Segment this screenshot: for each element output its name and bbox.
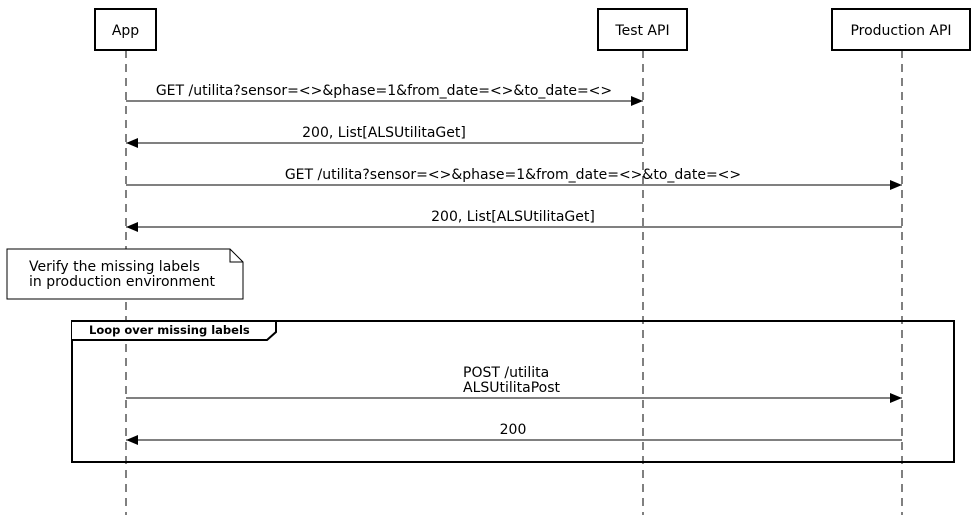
message-post-label-line-2: ALSUtilitaPost [463, 380, 561, 396]
message-post-label-line-1: POST /utilita [463, 365, 549, 381]
loop-title: Loop over missing labels [89, 323, 250, 337]
message-post-response-label: 200 [500, 422, 527, 438]
participant-test-api-label: Test API [614, 23, 669, 39]
note-line-1: Verify the missing labels [29, 259, 200, 275]
participant-app-label: App [112, 23, 139, 39]
participant-production-api: Production API [831, 8, 971, 51]
message-response-test-label: 200, List[ALSUtilitaGet] [302, 125, 466, 141]
note-verify-missing-labels: Verify the missing labels in production … [6, 248, 244, 300]
participant-production-api-label: Production API [850, 23, 951, 39]
message-response-production-label: 200, List[ALSUtilitaGet] [431, 209, 595, 225]
message-get-production-label: GET /utilita?sensor=<>&phase=1&from_date… [285, 167, 741, 183]
note-line-2: in production environment [29, 274, 216, 290]
loop-fragment: Loop over missing labels [71, 320, 955, 463]
message-get-test-label: GET /utilita?sensor=<>&phase=1&from_date… [156, 83, 612, 99]
participant-app: App [94, 8, 157, 51]
participant-test-api: Test API [597, 8, 688, 51]
